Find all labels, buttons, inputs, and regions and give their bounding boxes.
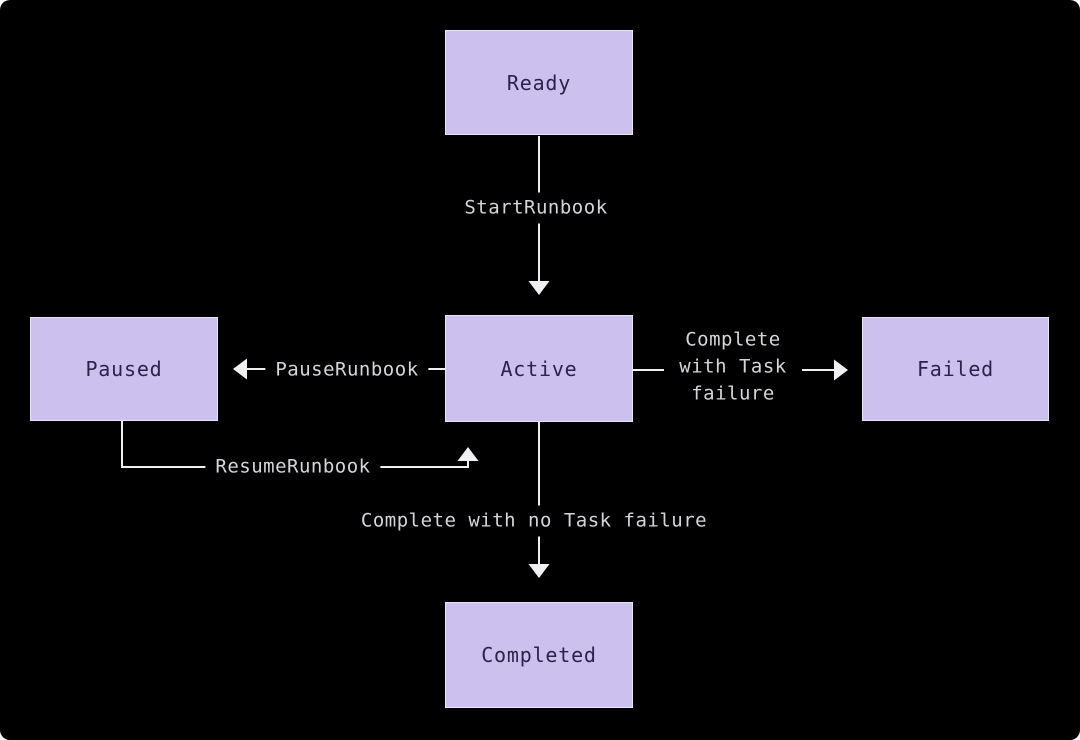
edge-label-resume-runbook: ResumeRunbook xyxy=(205,451,381,483)
node-paused: Paused xyxy=(30,317,218,421)
edge-label-start-runbook: StartRunbook xyxy=(454,192,618,224)
edge-label-complete-no-task-failure: Complete with no Task failure xyxy=(350,505,718,537)
node-active: Active xyxy=(445,315,633,422)
edge-label-pause-runbook: PauseRunbook xyxy=(265,354,429,386)
node-failed-label: Failed xyxy=(916,357,995,381)
node-completed-label: Completed xyxy=(481,643,597,667)
node-ready: Ready xyxy=(445,30,633,135)
node-failed: Failed xyxy=(862,317,1049,421)
node-ready-label: Ready xyxy=(506,70,572,95)
node-completed: Completed xyxy=(445,602,633,708)
edge-label-complete-with-task-failure: Complete with Task failure xyxy=(664,324,802,410)
node-paused-label: Paused xyxy=(85,357,163,381)
node-active-label: Active xyxy=(500,356,578,381)
